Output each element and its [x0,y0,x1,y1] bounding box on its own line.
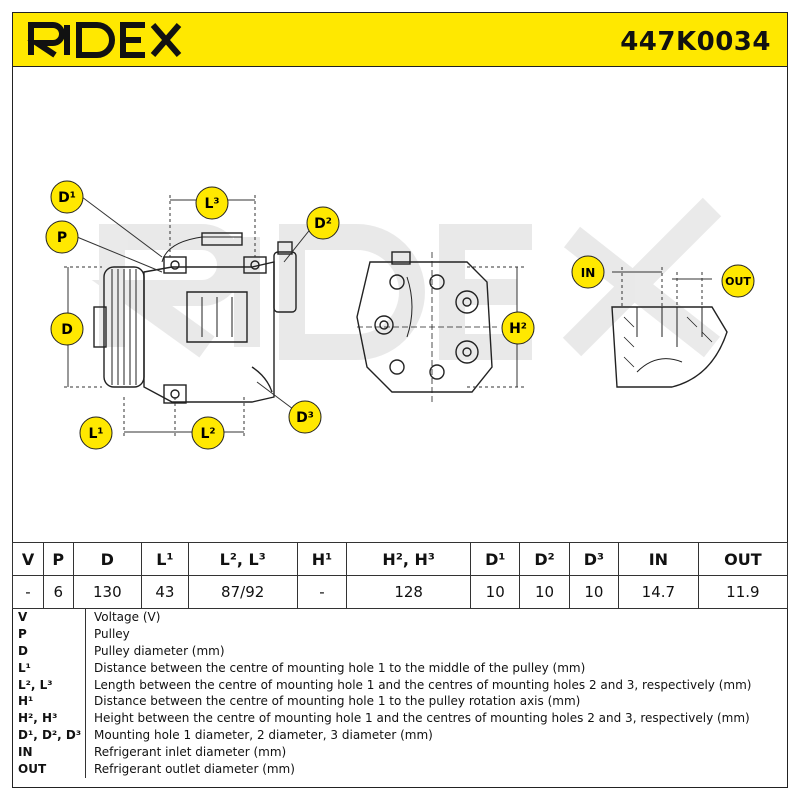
badge-d2: D² [306,206,340,240]
spec-value: 11.9 [697,575,789,609]
svg-text:OUT: OUT [725,275,751,288]
spec-header: V [11,542,45,576]
legend-desc: Pulley [94,626,130,641]
legend-row: D¹, D², D³ Mounting hole 1 diameter, 2 di… [12,727,788,745]
badge-d: D [50,312,84,346]
legend-row: H², H³ Height between the centre of mount… [12,710,788,728]
svg-text:H²: H² [509,321,527,337]
legend-key: H², H³ [12,710,86,728]
spec-header-row: V P D L¹ L², L³ H¹ H², H³ D¹ D² D³ IN OU… [11,542,789,576]
legend-desc: Refrigerant outlet diameter (mm) [94,762,295,777]
spec-value: 130 [72,575,143,609]
legend-row: IN Refrigerant inlet diameter (mm) [12,744,788,762]
legend-row: P Pulley [12,625,788,643]
legend-row: L¹ Distance between the centre of mountin… [12,659,788,677]
technical-drawing: D¹ P D L³ D² L¹ L² D³ H² IN OUT [45,180,755,450]
svg-text:D¹: D¹ [58,190,76,206]
spec-header: P [43,542,74,576]
badge-h2: H² [501,311,535,345]
spec-header: D² [519,542,570,576]
spec-value: 128 [346,575,472,609]
spec-header: H², H³ [346,542,472,576]
legend-key: P [12,625,86,643]
header-bar: 447K0034 [12,12,788,67]
spec-value: 10 [470,575,521,609]
legend-key: H¹ [12,693,86,711]
spec-value-row: - 6 130 43 87/92 - 128 10 10 10 14.7 11.… [11,575,789,609]
legend-key: OUT [12,761,86,778]
port-section-view [611,306,728,388]
svg-text:P: P [57,230,67,246]
legend-row: V Voltage (V) [12,609,788,626]
spec-header: IN [618,542,699,576]
spec-header: H¹ [296,542,348,576]
part-number: 447K0034 [620,27,771,57]
legend-row: L², L³ Length between the centre of mount… [12,676,788,694]
legend-row: D Pulley diameter (mm) [12,642,788,660]
spec-value: - [296,575,348,609]
legend-desc: Length between the centre of mounting ho… [94,677,752,692]
legend-desc: Distance between the centre of mounting … [94,660,586,675]
svg-text:D: D [61,322,73,338]
spec-header: D³ [568,542,620,576]
legend-key: L¹ [12,659,86,677]
spec-header: D [72,542,143,576]
svg-text:D³: D³ [296,410,314,426]
compressor-side-view [93,232,297,404]
legend-key: V [12,609,86,626]
legend-key: L², L³ [12,676,86,694]
spec-header: D¹ [470,542,521,576]
svg-text:IN: IN [581,266,596,280]
badge-l1: L¹ [79,416,113,450]
legend-key: D [12,642,86,660]
spec-value: 87/92 [187,575,298,609]
badge-in: IN [571,255,605,289]
badge-p: P [45,220,79,254]
spec-header: L², L³ [187,542,298,576]
badge-d3: D³ [288,400,322,434]
svg-text:D²: D² [314,216,332,232]
spec-value: - [11,575,45,609]
legend-desc: Pulley diameter (mm) [94,643,225,658]
legend-key: D¹, D², D³ [12,727,86,745]
spec-table: V P D L¹ L², L³ H¹ H², H³ D¹ D² D³ IN OU… [11,542,789,609]
spec-value: 43 [141,575,189,609]
svg-text:L²: L² [200,426,215,442]
legend-desc: Distance between the centre of mounting … [94,694,581,709]
spec-header: L¹ [141,542,189,576]
legend: V Voltage (V) P Pulley D Pulley diameter (m… [12,608,788,789]
legend-key: IN [12,744,86,762]
legend-row: OUT Refrigerant outlet diameter (mm) [12,761,788,778]
legend-desc: Refrigerant inlet diameter (mm) [94,745,287,760]
port-dimensions [612,267,712,307]
legend-desc: Voltage (V) [94,610,161,624]
legend-desc: Mounting hole 1 diameter, 2 diameter, 3 … [94,728,433,743]
badge-l3: L³ [195,186,229,220]
legend-desc: Height between the centre of mounting ho… [94,711,750,726]
spec-value: 10 [519,575,570,609]
badge-d1: D¹ [50,180,84,214]
spec-value: 10 [568,575,620,609]
badge-out: OUT [721,264,755,298]
badge-l2: L² [191,416,225,450]
spec-value: 14.7 [618,575,699,609]
spec-header: OUT [697,542,789,576]
legend-row: H¹ Distance between the centre of mountin… [12,693,788,711]
svg-text:L¹: L¹ [88,426,103,442]
compressor-front-view [356,251,497,402]
svg-text:L³: L³ [204,196,219,212]
spec-value: 6 [43,575,74,609]
ridex-logo [27,22,182,58]
